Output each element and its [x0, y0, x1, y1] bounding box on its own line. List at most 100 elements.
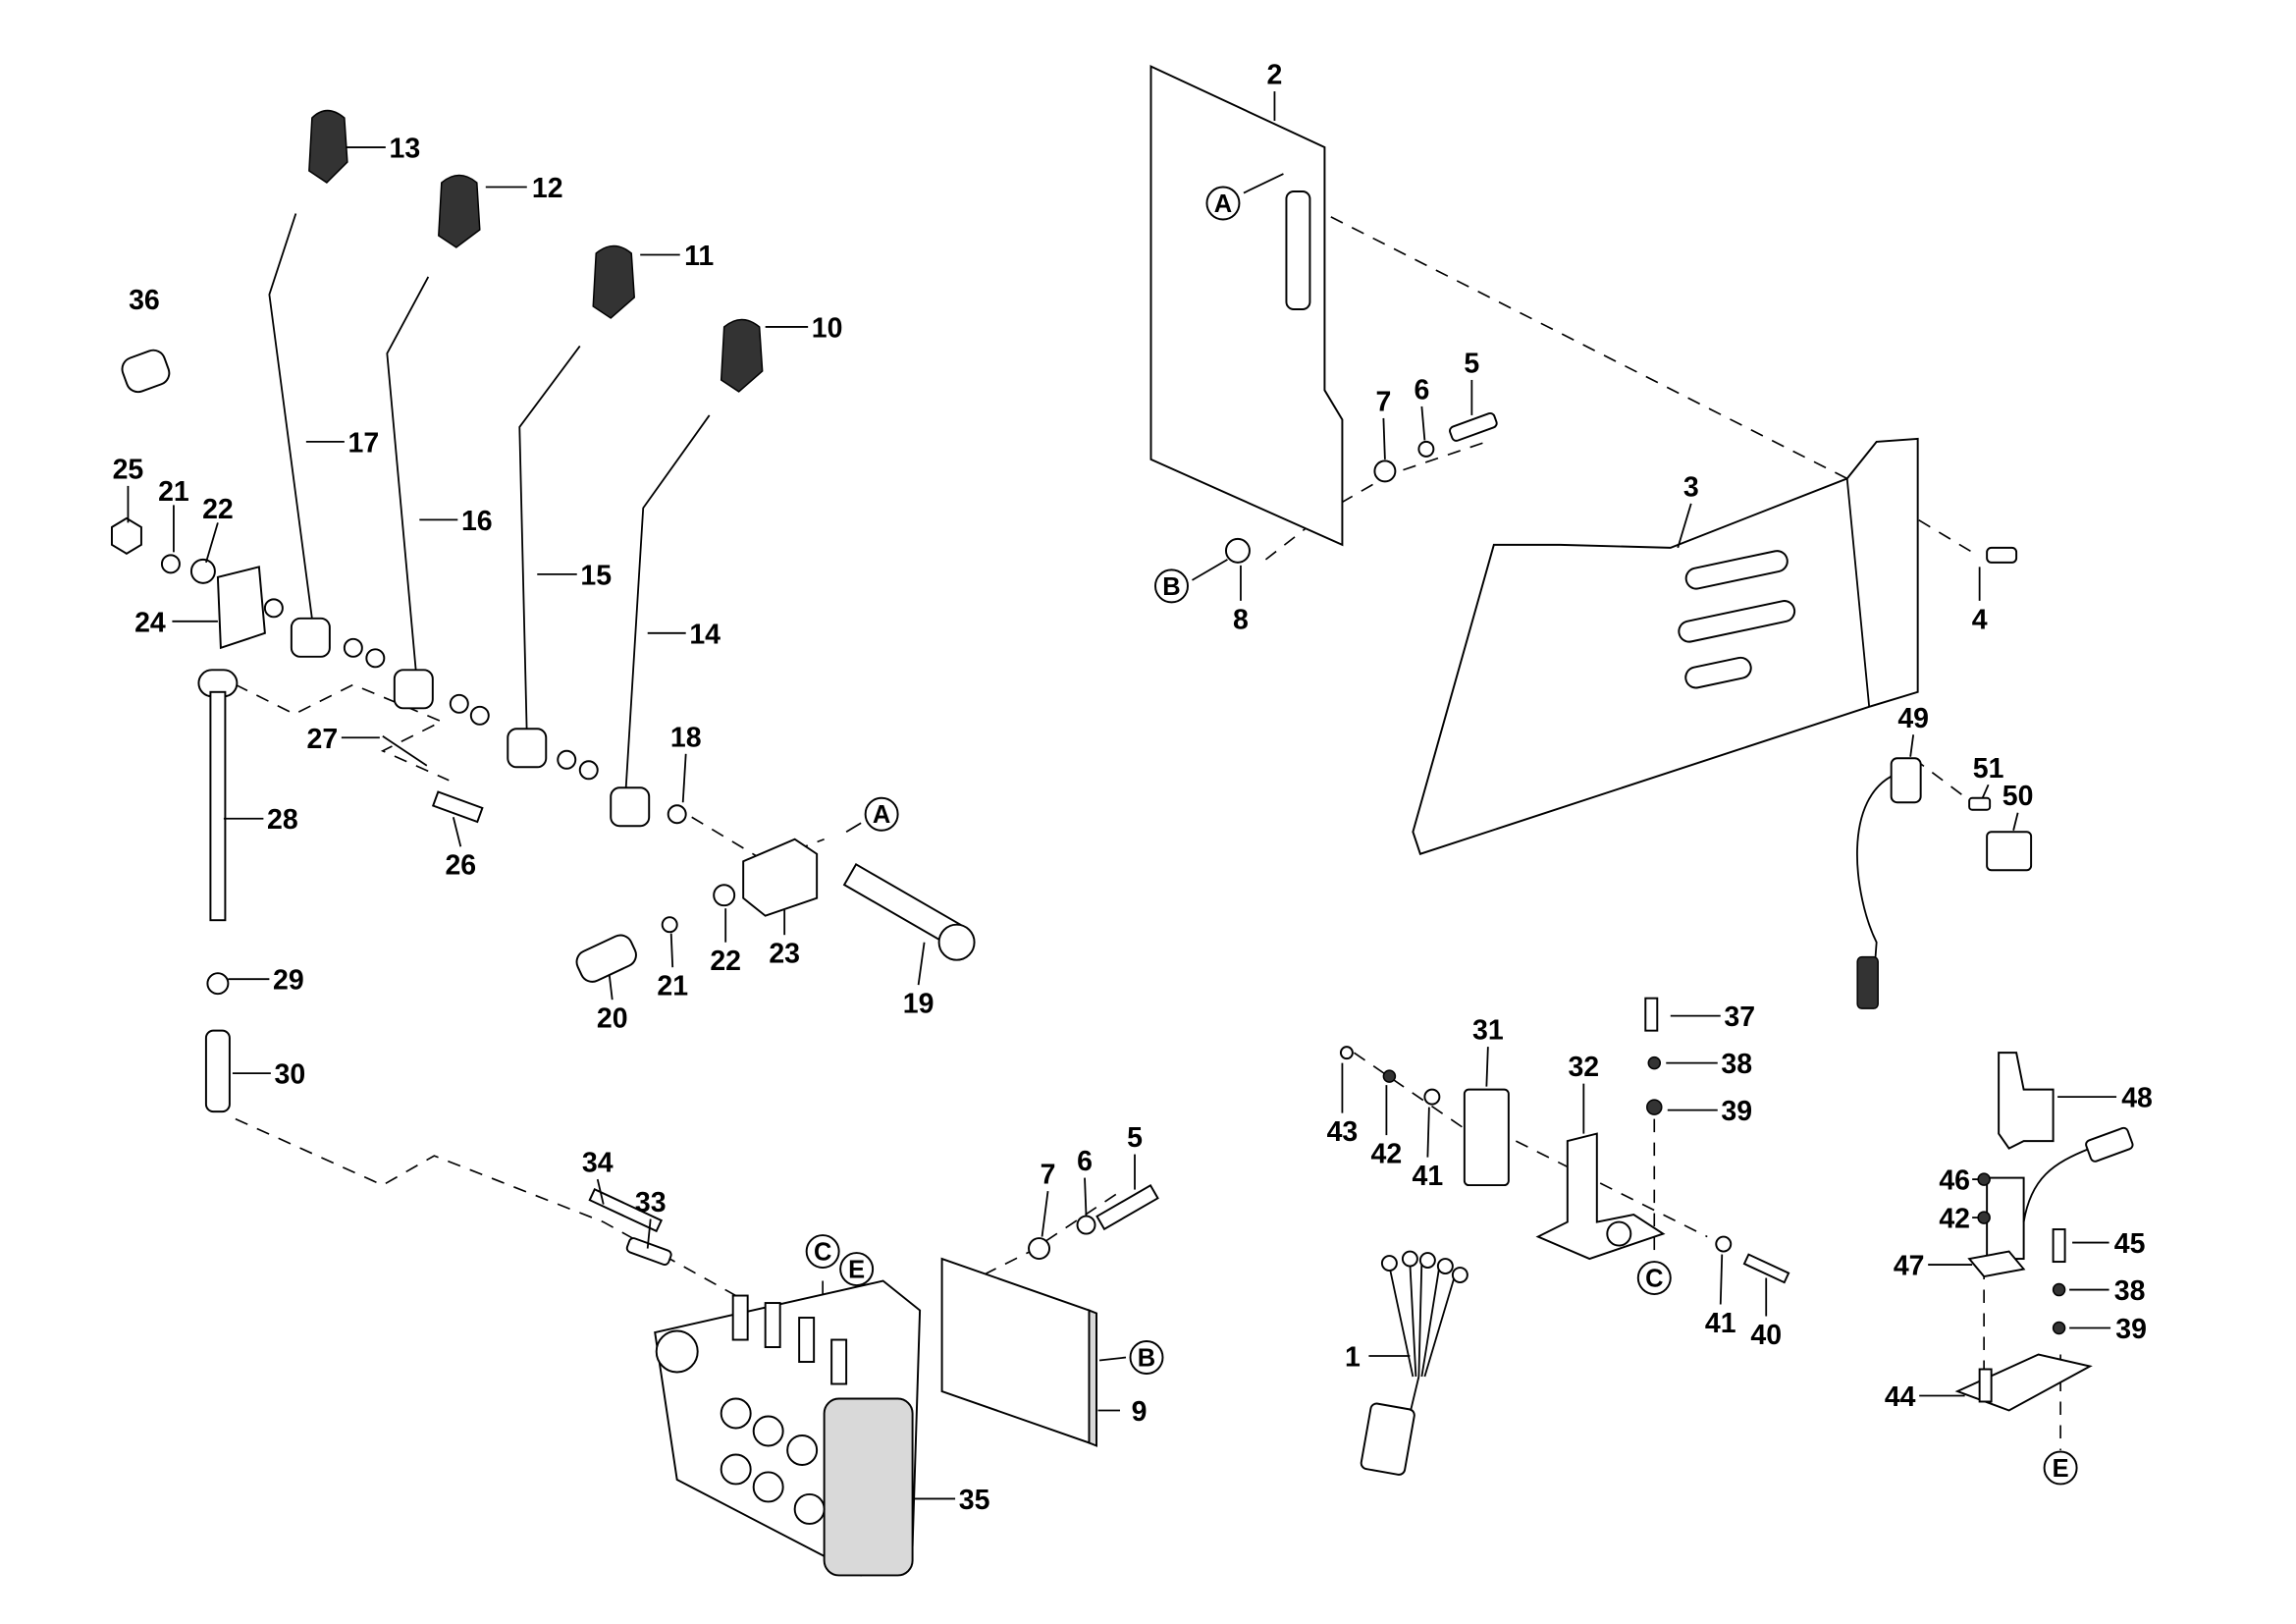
- leader-line: [1677, 503, 1692, 549]
- reference-marker-C: C: [1636, 1261, 1672, 1296]
- callout-39: 39: [2069, 1314, 2147, 1345]
- part-number-label: 18: [670, 722, 702, 753]
- part-number-label: 36: [129, 285, 160, 316]
- callout-29: 29: [228, 965, 304, 997]
- callout-32: 32: [1568, 1052, 1599, 1134]
- callout-50: 50: [2002, 781, 2033, 831]
- part-number-label: 11: [684, 241, 714, 272]
- leader-line: [681, 753, 687, 803]
- callout-41: 41: [1705, 1254, 1736, 1339]
- reference-circle: [864, 796, 899, 832]
- callout-13: 13: [346, 134, 420, 165]
- callout-35: 35: [912, 1485, 990, 1516]
- reference-circle: [1154, 568, 1189, 604]
- callout-22: 22: [710, 908, 741, 977]
- callout-27: 27: [307, 724, 380, 755]
- leader-line: [1719, 1254, 1724, 1305]
- part-number-label: 51: [1973, 753, 2004, 785]
- callout-2: 2: [1267, 60, 1283, 122]
- part-number-label: 13: [389, 134, 420, 165]
- callout-12: 12: [485, 173, 563, 204]
- part-number-label: 6: [1414, 374, 1429, 406]
- part-number-label: 7: [1375, 386, 1391, 417]
- callout-33: 33: [635, 1187, 667, 1249]
- callout-46: 46: [1939, 1165, 1979, 1197]
- part-number-label: 49: [1897, 703, 1929, 734]
- part-number-label: 39: [1721, 1096, 1752, 1127]
- part-number-label: 38: [1721, 1049, 1752, 1080]
- part-number-label: 44: [1885, 1381, 1916, 1413]
- reference-marker-C: C: [805, 1234, 840, 1270]
- callout-7: 7: [1375, 386, 1391, 460]
- wiring-harness-1: [1360, 1250, 1468, 1476]
- callout-1: 1: [1345, 1342, 1411, 1374]
- part-number-label: 12: [532, 173, 563, 204]
- part-number-label: 32: [1568, 1052, 1599, 1083]
- callout-6: 6: [1414, 374, 1429, 441]
- callout-19: 19: [903, 942, 934, 1020]
- part-number-label: 25: [113, 454, 144, 485]
- callout-41: 41: [1413, 1107, 1444, 1192]
- part-number-label: 29: [273, 965, 304, 997]
- part-number-label: 15: [580, 560, 612, 591]
- part-number-label: 35: [959, 1485, 990, 1516]
- callout-40: 40: [1750, 1277, 1782, 1351]
- callout-7: 7: [1041, 1160, 1055, 1237]
- part-number-label: 48: [2121, 1083, 2153, 1114]
- callout-18: 18: [670, 722, 702, 803]
- part-number-label: 17: [348, 427, 380, 459]
- part-number-label: 2: [1267, 60, 1283, 91]
- left-hardware: [110, 349, 976, 1113]
- part-number-label: 41: [1413, 1161, 1444, 1192]
- reference-marker-B: B: [1154, 559, 1228, 604]
- part-number-label: 19: [903, 989, 934, 1020]
- callout-44: 44: [1885, 1381, 1965, 1413]
- sensor-assembly: [1954, 1052, 2134, 1412]
- part-number-label: 4: [1972, 604, 1988, 635]
- part-number-label: 26: [445, 850, 476, 882]
- part-number-label: 9: [1132, 1396, 1148, 1428]
- part-number-label: 3: [1683, 471, 1699, 503]
- part-number-label: 6: [1077, 1146, 1093, 1177]
- lever-pivots: [263, 598, 687, 828]
- part-number-label: 22: [710, 946, 741, 977]
- reference-letter: A: [873, 801, 890, 829]
- control-levers: [268, 213, 711, 795]
- assembly-lines: [235, 205, 2061, 1450]
- leader-line: [1426, 1107, 1430, 1158]
- callout-25: 25: [113, 454, 144, 523]
- part-number-label: 1: [1345, 1342, 1361, 1374]
- part-number-label: 34: [582, 1148, 614, 1179]
- part-number-label: 41: [1705, 1308, 1736, 1339]
- leader-line: [205, 522, 219, 564]
- leader-line: [2012, 812, 2019, 831]
- leader-line: [917, 942, 926, 986]
- control-valve: [588, 1188, 922, 1577]
- callout-48: 48: [2057, 1083, 2153, 1114]
- callout-42: 42: [1371, 1085, 1403, 1170]
- callout-26: 26: [445, 817, 476, 882]
- callout-22: 22: [202, 494, 234, 564]
- callout-9: 9: [1097, 1396, 1148, 1428]
- callout-43: 43: [1327, 1062, 1358, 1148]
- part-number-label: 42: [1371, 1139, 1403, 1170]
- reference-circle: [1129, 1340, 1164, 1375]
- leader-line: [1485, 1047, 1489, 1087]
- callout-42: 42: [1939, 1204, 1979, 1235]
- callout-6: 6: [1077, 1146, 1093, 1217]
- reference-circle: [1205, 186, 1241, 221]
- callout-20: 20: [597, 974, 628, 1035]
- part-number-label: 16: [461, 506, 493, 537]
- part-number-label: 5: [1464, 348, 1479, 379]
- reference-letter: C: [1645, 1266, 1663, 1293]
- reference-circle: [2043, 1450, 2078, 1486]
- part-number-label: 40: [1750, 1320, 1782, 1351]
- wiring-harness-49: [1856, 757, 2033, 1009]
- leader-line: [1382, 417, 1386, 460]
- callout-11: 11: [640, 241, 714, 272]
- callout-15: 15: [537, 560, 612, 591]
- leader-line: [1981, 784, 1990, 799]
